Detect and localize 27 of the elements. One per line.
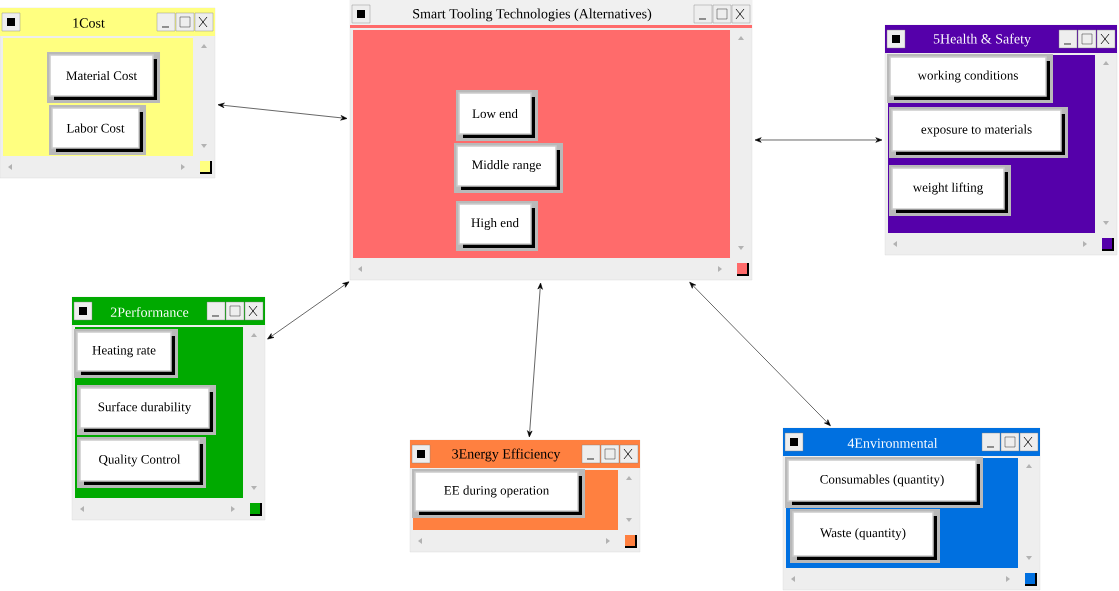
button: Quality Control (77, 437, 206, 488)
node-label: Middle range (472, 160, 541, 172)
arrow (217, 102, 348, 121)
node-label: Quality Control (99, 454, 181, 467)
node-label: Waste (quantity) (820, 528, 906, 540)
node-label: Labor Cost (66, 123, 125, 133)
button: Labor Cost (49, 105, 146, 155)
button: Heating rate (74, 329, 178, 378)
button: EE during operation (412, 469, 585, 518)
button: Waste (quantity) (790, 509, 940, 563)
arrow (267, 281, 350, 340)
button: exposure to materials (889, 107, 1068, 158)
button: weight lifting (889, 165, 1011, 216)
button: Low end (456, 90, 538, 141)
node-label: Material Cost (66, 70, 137, 81)
button: Consumables (quantity) (785, 457, 983, 508)
arrow (754, 137, 883, 143)
button: Surface durability (77, 385, 216, 435)
node-label: Surface durability (98, 402, 192, 414)
button: working conditions (887, 54, 1053, 103)
node-label: Low end (472, 108, 518, 119)
arrow (527, 282, 543, 438)
node-label: Consumables (quantity) (820, 474, 944, 487)
button: High end (456, 201, 538, 251)
arrow (689, 281, 831, 427)
button: Middle range (454, 143, 563, 193)
button: Material Cost (47, 52, 160, 103)
